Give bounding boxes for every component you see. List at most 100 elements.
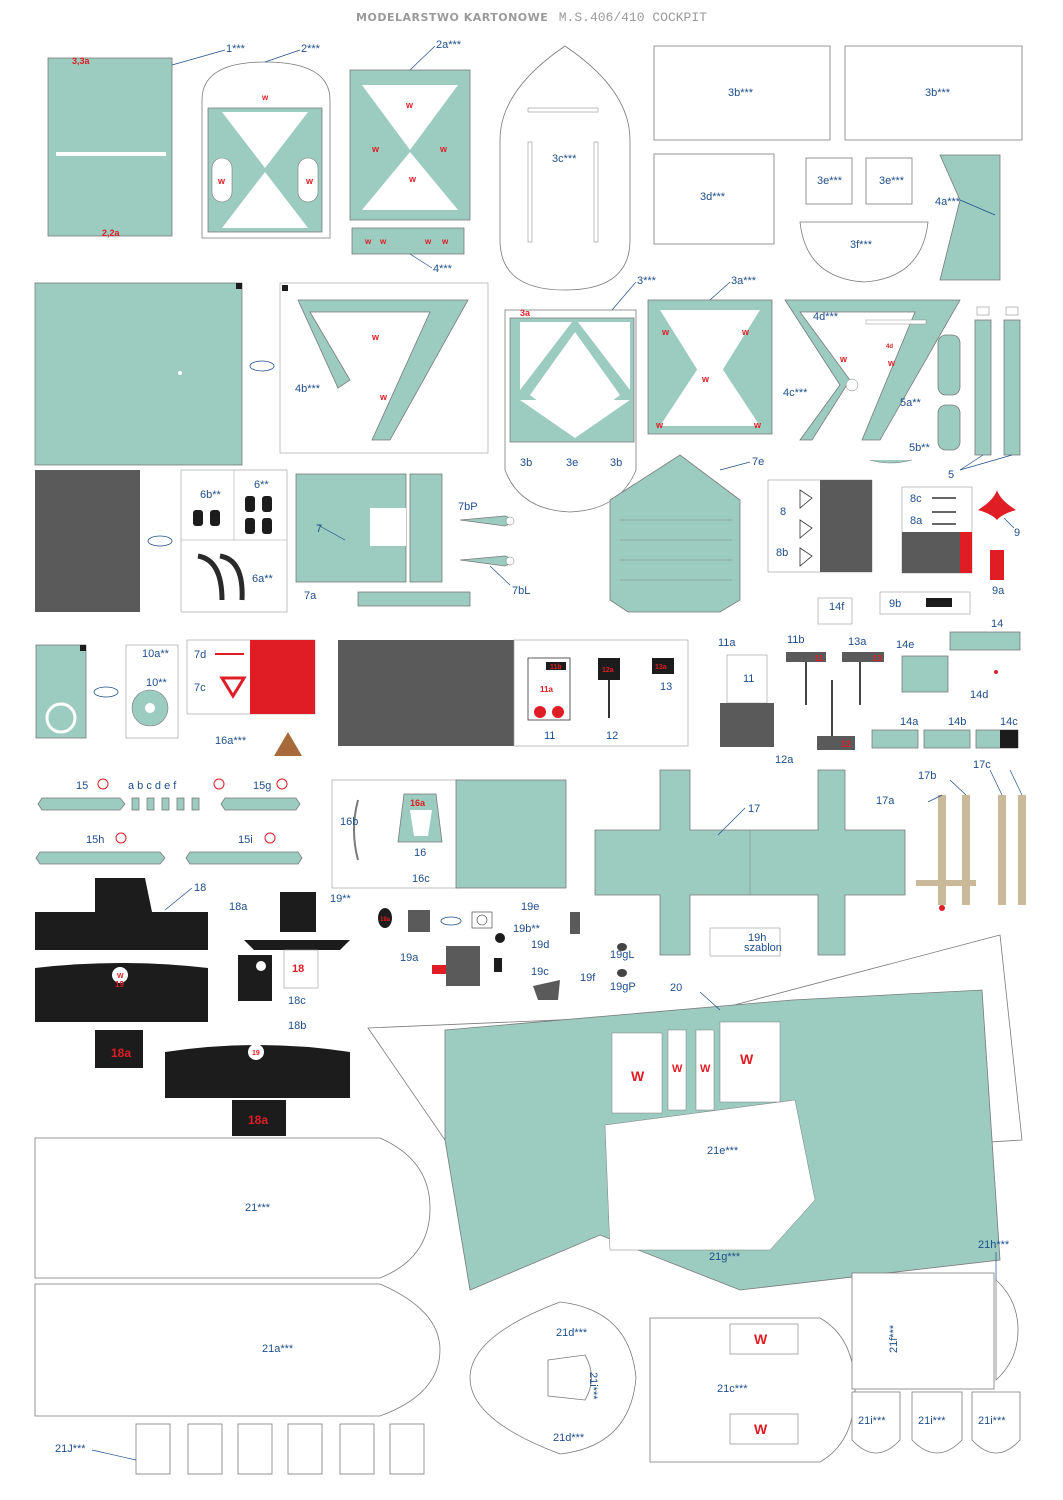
svg-text:6b**: 6b** — [200, 489, 222, 501]
svg-text:a b c d e f: a b c d e f — [128, 780, 177, 792]
svg-text:12a: 12a — [775, 754, 794, 766]
svg-text:3c***: 3c*** — [552, 153, 577, 165]
svg-text:19a: 19a — [400, 952, 419, 964]
svg-text:21d***: 21d*** — [553, 1432, 585, 1444]
brand-name: MODELARSTWO KARTONOWE — [356, 11, 549, 24]
svg-text:21a***: 21a*** — [262, 1343, 294, 1355]
svg-text:9: 9 — [1014, 527, 1020, 539]
svg-text:4b***: 4b*** — [295, 383, 321, 395]
svg-text:16a***: 16a*** — [215, 735, 247, 747]
svg-text:3***: 3*** — [637, 275, 657, 287]
svg-text:18a: 18a — [111, 1046, 131, 1060]
svg-text:3b: 3b — [520, 457, 532, 469]
svg-text:14c: 14c — [1000, 716, 1018, 728]
svg-text:W: W — [740, 1051, 754, 1067]
svg-text:17a: 17a — [876, 795, 895, 807]
svg-text:8c: 8c — [910, 493, 922, 505]
svg-text:15i: 15i — [238, 834, 253, 846]
part-7d-7c: 7d 7c — [186, 639, 316, 715]
svg-text:18a: 18a — [229, 901, 248, 913]
svg-text:16c: 16c — [412, 873, 430, 885]
svg-text:w: w — [741, 327, 750, 337]
part-large-panel — [34, 282, 243, 466]
part-21c: W W 21c*** — [649, 1317, 856, 1463]
part-19-group: 19a 19** 19e 19b** 19d 19a 19c 19f 19gL … — [330, 893, 782, 1000]
svg-text:7bL: 7bL — [512, 585, 530, 597]
part-3b-right: 3b*** — [844, 45, 1023, 141]
svg-text:w: w — [753, 420, 762, 430]
svg-text:5b**: 5b** — [909, 442, 931, 454]
svg-text:13a: 13a — [848, 636, 867, 648]
part-3f: 3f*** — [799, 221, 929, 283]
svg-text:12: 12 — [606, 730, 618, 742]
svg-text:3f***: 3f*** — [850, 239, 873, 251]
part-11-13-panel: 11b 11a 12a 13a 11 12 13 — [338, 639, 689, 747]
svg-text:3e***: 3e*** — [817, 175, 843, 187]
sheet-title: M.S.406/410 COCKPIT — [558, 10, 707, 25]
svg-text:w: w — [371, 144, 380, 154]
svg-text:19f: 19f — [580, 972, 596, 984]
svg-text:w: w — [371, 332, 380, 342]
svg-text:w: w — [441, 237, 449, 246]
svg-text:17: 17 — [748, 803, 760, 815]
svg-text:W: W — [700, 1063, 711, 1075]
svg-text:17b: 17b — [918, 770, 936, 782]
part-3e-1: 3e*** — [805, 157, 853, 205]
svg-text:w: w — [217, 176, 226, 186]
svg-text:21g***: 21g*** — [709, 1251, 741, 1263]
svg-text:14e: 14e — [896, 639, 914, 651]
svg-text:w: w — [305, 176, 314, 186]
part-4: w w w w 4*** — [351, 227, 465, 275]
svg-text:w: w — [424, 237, 432, 246]
svg-text:16: 16 — [414, 847, 426, 859]
svg-text:w: w — [701, 374, 710, 384]
svg-text:21c***: 21c*** — [717, 1383, 748, 1395]
svg-text:6a**: 6a** — [252, 573, 274, 585]
svg-text:19a: 19a — [380, 917, 391, 923]
svg-text:19b**: 19b** — [513, 923, 541, 935]
part-18b: 18a 19 18b — [165, 1020, 350, 1136]
svg-text:7bP: 7bP — [458, 501, 478, 513]
sheet-header: MODELARSTWO KARTONOWE M.S.406/410 COCKPI… — [0, 8, 1063, 26]
part-14f: 14f — [817, 597, 853, 625]
part-3e-2: 3e*** — [865, 157, 913, 205]
svg-text:4c***: 4c*** — [783, 387, 808, 399]
part-14-group: 14e 14 14d 14a 14b 14c — [871, 618, 1021, 749]
svg-text:12: 12 — [841, 739, 851, 749]
svg-text:5: 5 — [948, 469, 954, 481]
svg-text:7d: 7d — [194, 649, 206, 661]
svg-text:19d: 19d — [531, 939, 549, 951]
part-18: 18a W 19 18 — [35, 878, 208, 1068]
part-8c-8a: 8c 8a — [901, 486, 973, 574]
svg-text:3a: 3a — [520, 308, 531, 318]
svg-text:4***: 4*** — [433, 263, 453, 275]
svg-text:2,2a: 2,2a — [102, 228, 121, 238]
svg-text:10**: 10** — [146, 677, 168, 689]
part-17a-17b-17c: 17a 17b 17c — [876, 759, 1026, 911]
svg-text:w: w — [439, 144, 448, 154]
svg-text:21e***: 21e*** — [707, 1145, 739, 1157]
svg-text:11a: 11a — [540, 685, 553, 694]
svg-text:3e***: 3e*** — [879, 175, 905, 187]
svg-text:21i***: 21i*** — [858, 1415, 886, 1427]
part-2a: w w w w 2a*** — [349, 39, 471, 221]
part-21j: 21J*** — [55, 1423, 425, 1475]
part-21a: 21a*** — [34, 1283, 441, 1417]
svg-text:19h: 19h — [748, 932, 766, 944]
part-16a: 16a*** — [215, 732, 302, 756]
svg-text:16b: 16b — [340, 816, 358, 828]
part-4c-4d: 4d w w 4d*** 4c*** — [783, 299, 961, 441]
part-3a: w w w w w 3a*** — [647, 275, 773, 435]
svg-text:21h***: 21h*** — [978, 1239, 1010, 1251]
svg-text:19: 19 — [252, 1050, 260, 1057]
part-4b: w w 4b*** — [279, 282, 489, 454]
part-3c: 3c*** — [499, 45, 631, 291]
svg-text:3b***: 3b*** — [925, 87, 951, 99]
svg-text:15: 15 — [76, 780, 88, 792]
part-20: W W W W 20 21e*** 21g*** — [367, 934, 1023, 1291]
svg-text:w: w — [661, 327, 670, 337]
part-11-assembly: 11 11a — [718, 637, 774, 747]
svg-text:19gP: 19gP — [610, 981, 636, 993]
fold-symbol-2 — [147, 535, 173, 547]
